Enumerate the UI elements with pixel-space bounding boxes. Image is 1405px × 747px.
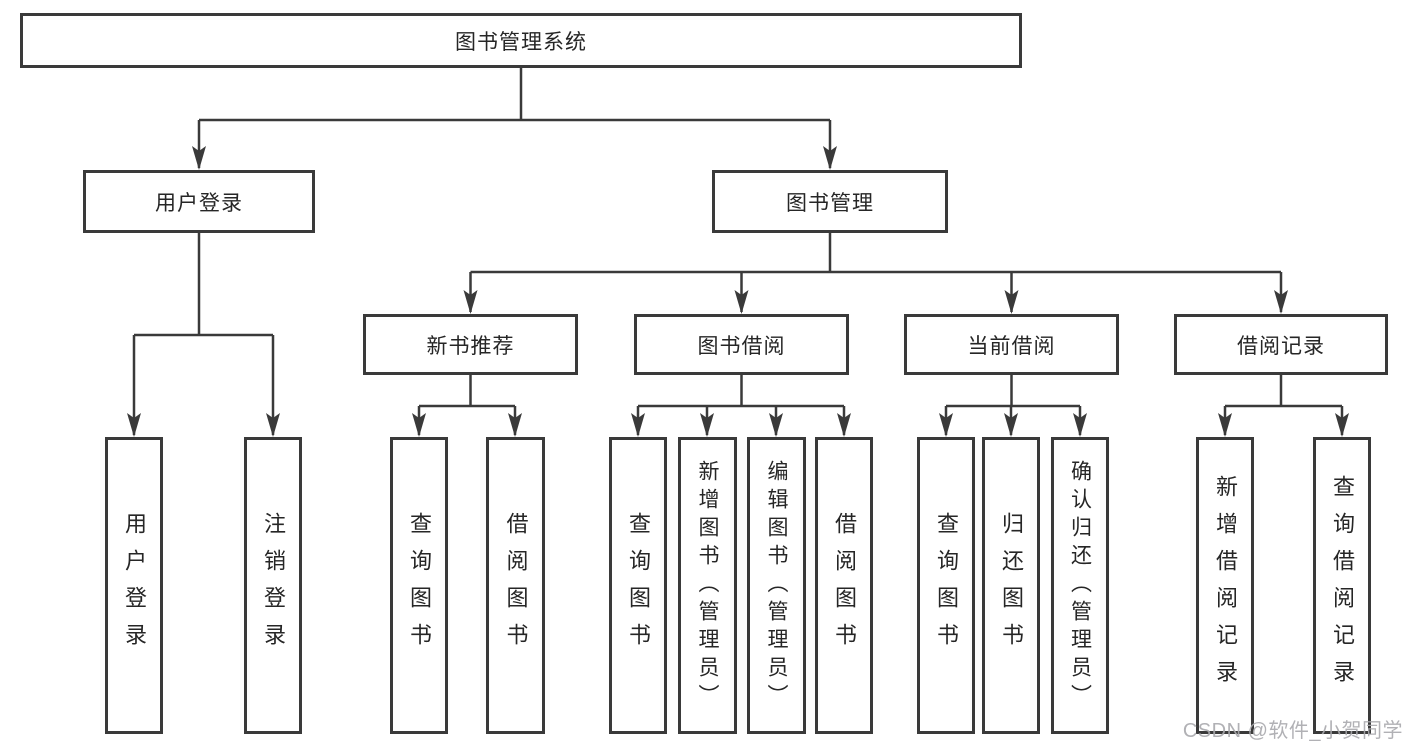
- leaf-add-book-admin: 新增图书（管理员）: [678, 437, 737, 734]
- node-borrowing-records: 借阅记录: [1174, 314, 1388, 375]
- leaf-query-borrow-record: 查询借阅记录: [1313, 437, 1371, 734]
- node-label: 图书管理系统: [455, 30, 587, 54]
- csdn-watermark: CSDN @软件_小贺同学: [1182, 720, 1403, 742]
- leaf-borrow-books-borrowing: 借阅图书: [815, 437, 873, 734]
- leaf-label: 查询借阅记录: [1330, 474, 1355, 697]
- leaf-label: 用户登录: [122, 511, 147, 660]
- arrowheads: [127, 146, 1349, 437]
- node-current-borrowing: 当前借阅: [904, 314, 1119, 375]
- leaf-query-books-current: 查询图书: [917, 437, 975, 734]
- leaf-add-borrow-record: 新增借阅记录: [1196, 437, 1254, 734]
- node-root-system: 图书管理系统: [20, 13, 1022, 68]
- leaf-logout: 注销登录: [244, 437, 302, 734]
- leaf-label: 查询图书: [934, 511, 959, 660]
- node-user-login: 用户登录: [83, 170, 315, 233]
- leaf-borrow-books-recommend: 借阅图书: [486, 437, 545, 734]
- leaf-label: 注销登录: [261, 511, 286, 660]
- node-book-borrowing: 图书借阅: [634, 314, 849, 375]
- node-label: 借阅记录: [1237, 334, 1325, 358]
- leaf-label: 借阅图书: [832, 511, 857, 660]
- leaf-label: 确认归还（管理员）: [1068, 459, 1092, 712]
- node-label: 图书管理: [786, 191, 874, 215]
- leaf-label: 借阅图书: [503, 511, 529, 660]
- leaf-confirm-return-admin: 确认归还（管理员）: [1051, 437, 1109, 734]
- leaf-label: 归还图书: [999, 511, 1024, 660]
- leaf-label: 编辑图书（管理员）: [765, 459, 788, 712]
- leaf-label: 新增图书（管理员）: [696, 459, 719, 712]
- leaf-edit-book-admin: 编辑图书（管理员）: [747, 437, 806, 734]
- leaf-query-books-recommend: 查询图书: [390, 437, 448, 734]
- leaf-label: 新增借阅记录: [1213, 474, 1238, 697]
- leaf-return-book: 归还图书: [982, 437, 1040, 734]
- node-book-management: 图书管理: [712, 170, 948, 233]
- leaf-query-books-borrowing: 查询图书: [609, 437, 667, 734]
- node-label: 当前借阅: [967, 334, 1056, 358]
- node-label: 图书借阅: [697, 334, 786, 358]
- leaf-label: 查询图书: [626, 511, 651, 660]
- leaf-label: 查询图书: [407, 511, 432, 660]
- node-new-book-recommendation: 新书推荐: [363, 314, 578, 375]
- leaf-user-login: 用户登录: [105, 437, 163, 734]
- node-label: 用户登录: [155, 191, 243, 215]
- node-label: 新书推荐: [426, 334, 515, 358]
